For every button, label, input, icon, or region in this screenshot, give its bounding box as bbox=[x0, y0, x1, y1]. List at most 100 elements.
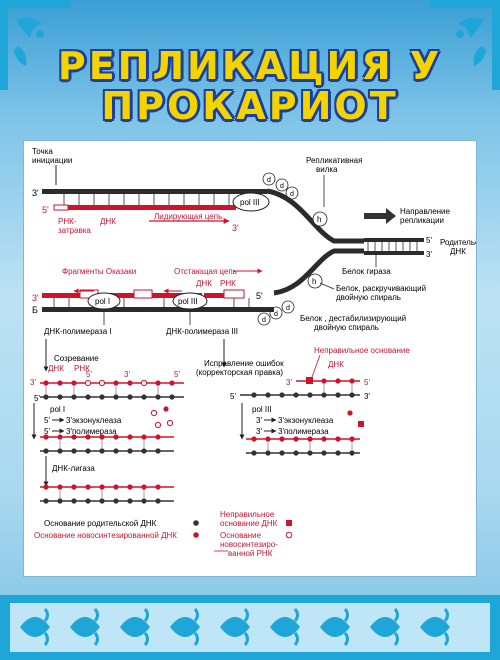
b-label: Б bbox=[32, 305, 38, 315]
p5-pol-left: 5' bbox=[44, 427, 50, 436]
prime-5-lag: 5' bbox=[256, 291, 263, 301]
corner-ornament-top-right bbox=[430, 0, 500, 90]
pol3-mid bbox=[172, 292, 208, 310]
correction-label-1: Исправление ошибок bbox=[204, 359, 284, 368]
prime-3-right: 3' bbox=[426, 250, 432, 259]
wrong-base-pointer bbox=[311, 354, 321, 378]
pol3-top-label: pol III bbox=[240, 198, 260, 207]
p3-right-row1: 3' bbox=[286, 378, 292, 387]
h-label-top: h bbox=[317, 215, 321, 224]
direction-label-1: Направление bbox=[400, 207, 451, 216]
rna-primer-label-2: затравка bbox=[58, 226, 91, 235]
leading-strand-label: Лидирующая цепь bbox=[154, 212, 222, 221]
d-proteins-top bbox=[262, 172, 299, 200]
pol1-mid bbox=[87, 292, 121, 310]
gyrase-label: Белок гираза bbox=[342, 267, 391, 276]
p5-exo-left: 5' bbox=[44, 416, 50, 425]
d-label-6: d bbox=[286, 305, 290, 312]
p3-left-row1b: 3' bbox=[124, 370, 130, 379]
okazaki-label: Фрагменты Оказаки bbox=[62, 267, 136, 276]
p3-pol-right: 3' bbox=[256, 427, 262, 436]
base-pairs-top bbox=[63, 194, 230, 205]
init-point-label-1: Точка bbox=[32, 147, 53, 156]
d-label-2: d bbox=[280, 183, 284, 190]
legend-rna-label-2: новосинтезиро- bbox=[220, 540, 278, 549]
parental-label-2: ДНК bbox=[450, 247, 466, 256]
okazaki-rna-2 bbox=[133, 289, 153, 299]
legend-new-dot bbox=[193, 532, 199, 538]
fork-lower-arm bbox=[273, 248, 364, 296]
title-line-2: ПРОКАРИОТ bbox=[101, 84, 399, 128]
prime-3-top: 3' bbox=[32, 188, 39, 198]
p5-right-row1: 5' bbox=[364, 378, 370, 387]
d-label-1: d bbox=[267, 177, 271, 184]
h-label-bottom: h bbox=[312, 277, 316, 286]
ornamental-band bbox=[0, 595, 500, 660]
d-label-3: d bbox=[290, 191, 294, 198]
unwinding-label-1: Белок, раскручивающий bbox=[336, 284, 426, 293]
maturation-row-1 bbox=[40, 379, 184, 400]
pol3-top bbox=[232, 192, 270, 212]
pol-right-label: 3'полимераза bbox=[278, 427, 329, 436]
legend-rna-label-1: Основание bbox=[220, 531, 262, 540]
proofreading-row-1 bbox=[240, 377, 360, 398]
ligase-label: ДНК-лигаза bbox=[52, 464, 95, 473]
fork-upper-arm bbox=[266, 188, 364, 244]
pol1-label: ДНК-полимераза I bbox=[44, 327, 112, 336]
d-label-4: d bbox=[262, 317, 266, 324]
okazaki-strand bbox=[42, 293, 202, 298]
prime-5-leading: 5' bbox=[42, 205, 49, 215]
leading-strand bbox=[68, 205, 236, 210]
legend-rna-label-3: ванной РНК bbox=[228, 549, 273, 558]
exo-left-label: 3'экзонуклеаза bbox=[66, 416, 122, 425]
rna-primer-label-1: РНК- bbox=[58, 217, 77, 226]
p5-left-row2: 5' bbox=[34, 394, 40, 403]
p3-left-row1: 3' bbox=[30, 378, 36, 387]
dna-lag-label: ДНК bbox=[196, 279, 212, 288]
pol1-left-label: pol I bbox=[50, 405, 65, 414]
corner-ornament-top-left bbox=[0, 0, 70, 90]
title-line-1: РЕПЛИКАЦИЯ У bbox=[57, 44, 443, 88]
p5-left-row1c: 5' bbox=[174, 370, 180, 379]
legend-wrong-label-2: основание ДНК bbox=[220, 519, 278, 528]
parental-strand-lag bbox=[42, 307, 274, 312]
legend-rna-dot bbox=[285, 531, 293, 539]
init-point-label-2: инициации bbox=[32, 156, 72, 165]
pol3-mid-label: pol III bbox=[178, 297, 198, 306]
proofreading-row-2 bbox=[246, 436, 360, 456]
unwinding-pointer bbox=[319, 282, 335, 290]
pol1-mid-label: pol I bbox=[95, 297, 110, 306]
p5-right-row1b: 5' bbox=[230, 392, 236, 401]
p3-exo-right: 3' bbox=[256, 416, 262, 425]
h-protein-top bbox=[312, 211, 328, 227]
p3-right-row1b: 3' bbox=[364, 392, 370, 401]
prime-5-right: 5' bbox=[426, 236, 432, 245]
removed-rna-left bbox=[150, 406, 174, 429]
parental-duplex-bottom bbox=[364, 251, 424, 255]
pol-left-label: 3'полимераза bbox=[66, 427, 117, 436]
removed-base-right bbox=[347, 410, 364, 427]
base-pairs-lag bbox=[53, 298, 250, 307]
d-label-5: d bbox=[274, 311, 278, 318]
legend-wrong-square bbox=[286, 520, 292, 526]
prime-3-leading: 3' bbox=[232, 223, 239, 233]
maturation-row-2 bbox=[40, 434, 174, 454]
rna-primer-top bbox=[53, 204, 69, 211]
wrong-base-label: Неправильное основание bbox=[314, 346, 410, 355]
parental-duplex bbox=[367, 241, 418, 252]
okazaki-rna-3 bbox=[223, 289, 245, 299]
prime-3-lag: 3' bbox=[32, 293, 39, 303]
legend-wrong-label-1: Неправильное bbox=[220, 510, 275, 519]
exo-right-label: 3'экзонуклеаза bbox=[278, 416, 334, 425]
pol3-right-label: pol III bbox=[252, 405, 272, 414]
rep-fork-label-2: вилка bbox=[316, 165, 338, 174]
rna-lag-label: РНК bbox=[220, 279, 236, 288]
legend-parent-label: Основание родительской ДНК bbox=[44, 519, 157, 528]
replication-diagram: Точка инициации 3' 5' РНК- затравка ДНК bbox=[30, 147, 476, 558]
parental-label-1: Родительская bbox=[440, 238, 476, 247]
p5-left-row1: 5' bbox=[86, 370, 92, 379]
correction-label-2: (корректорская правка) bbox=[196, 368, 283, 377]
pol3-label: ДНК-полимераза III bbox=[166, 327, 238, 336]
legend-new-label: Основание новосинтезированной ДНК bbox=[34, 531, 177, 540]
